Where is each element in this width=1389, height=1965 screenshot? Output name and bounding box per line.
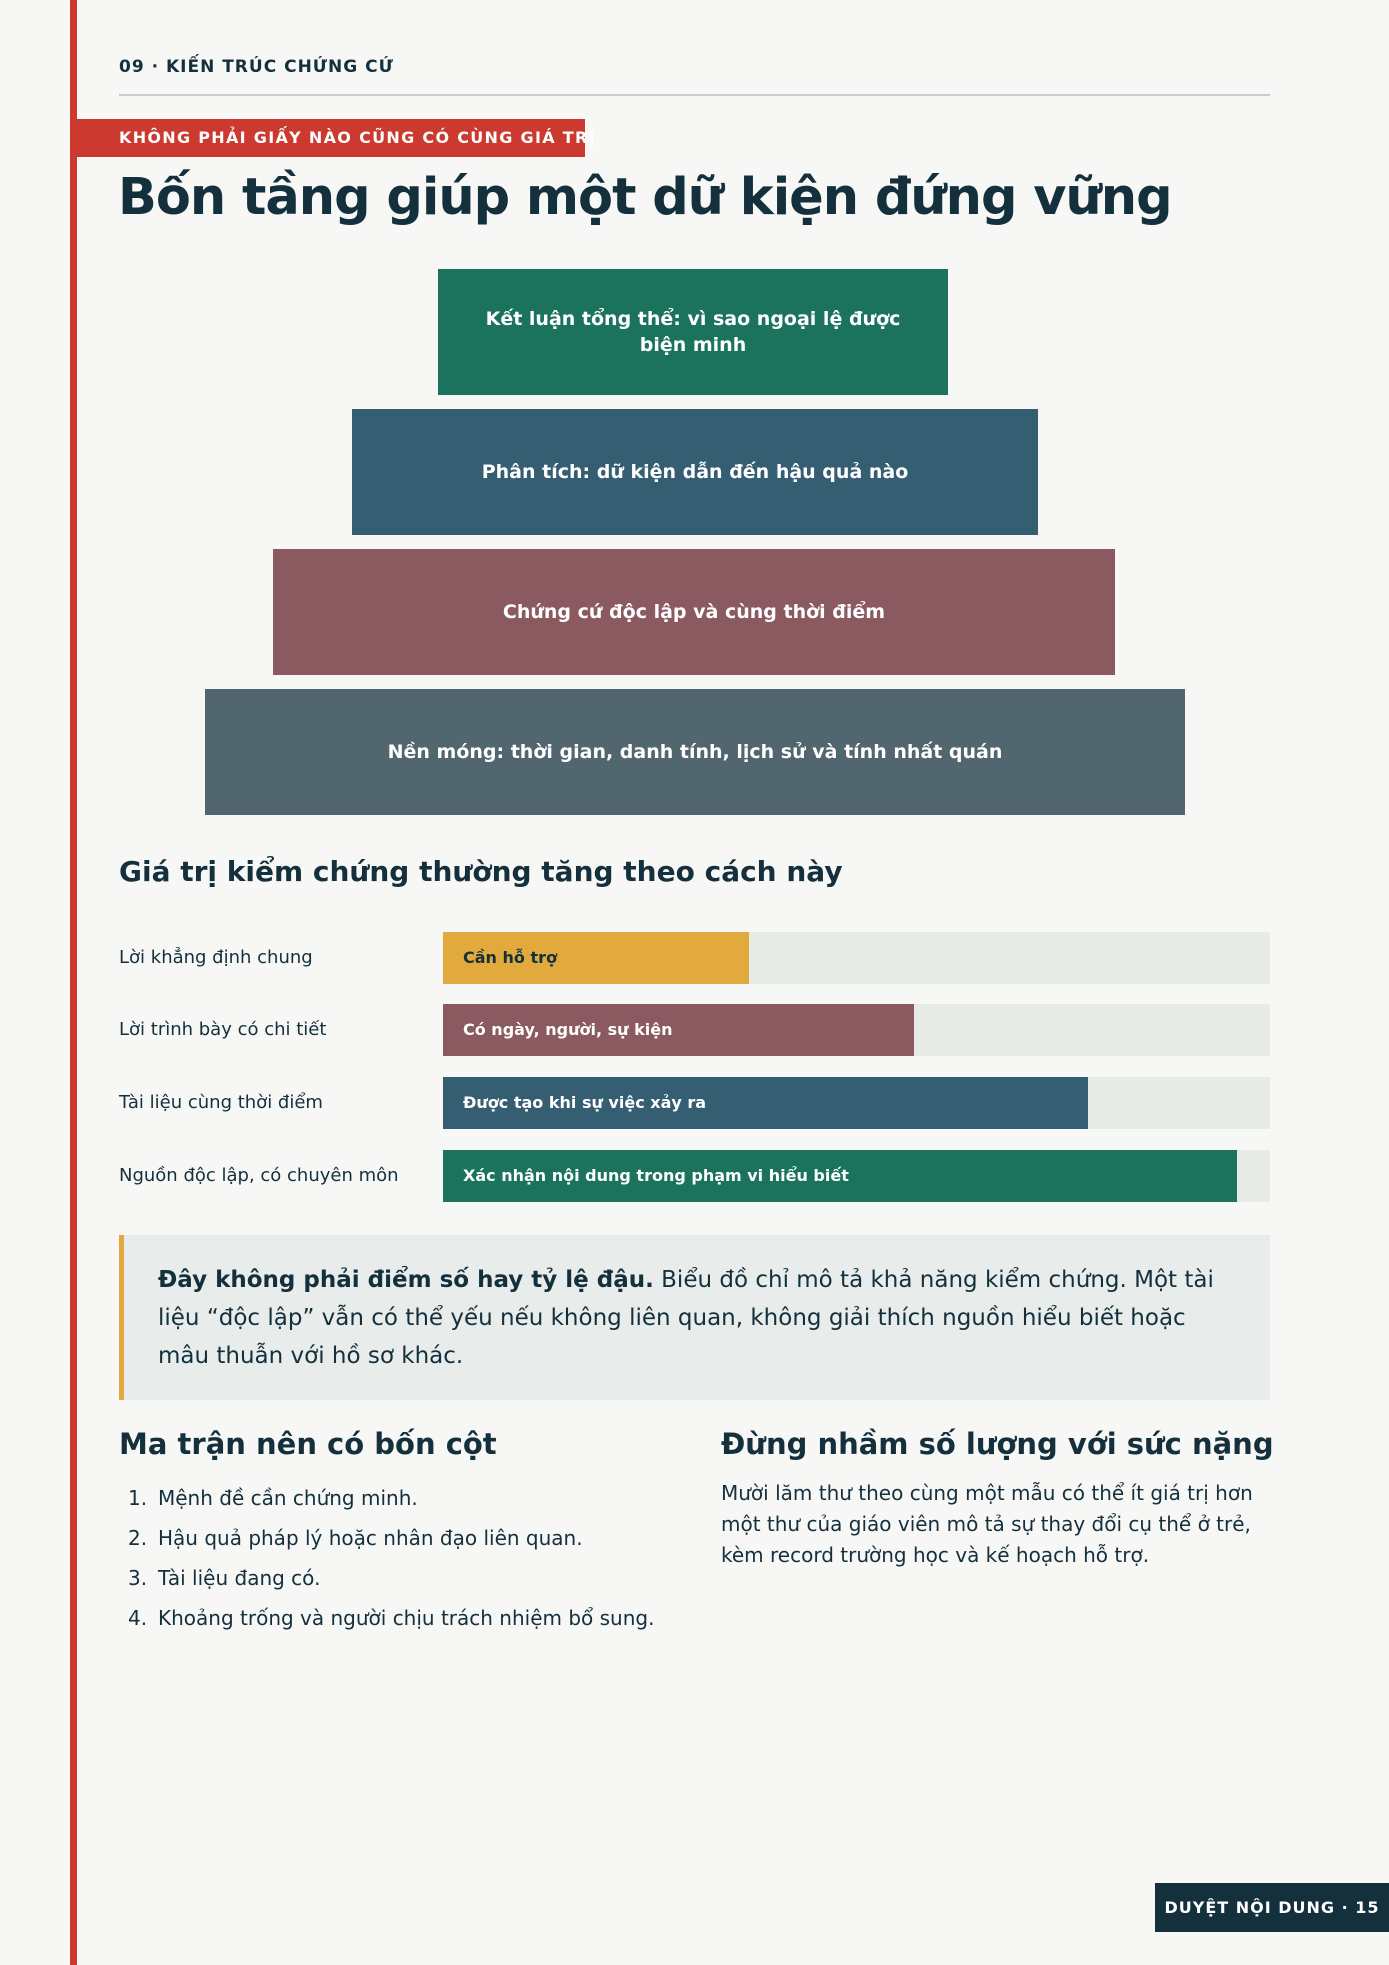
note-text: Biểu đồ chỉ mô tả khả năng kiểm chứng. M… [158,1267,1214,1369]
bar-row: Nguồn độc lập, có chuyên môn Xác nhận nộ… [119,1150,1270,1202]
bar-category-label: Lời trình bày có chi tiết [119,1019,327,1040]
bar-track: Xác nhận nội dung trong phạm vi hiểu biế… [443,1150,1270,1202]
bar-track: Được tạo khi sự việc xảy ra [443,1077,1270,1129]
list-item-text: Tài liệu đang có. [158,1566,321,1590]
bar: Được tạo khi sự việc xảy ra [443,1077,1089,1129]
list-item: 4. Khoảng trống và người chịu trách nhiệm… [128,1598,654,1638]
bar-row: Lời khẳng định chung Cần hỗ trợ [119,932,1270,984]
list-number: 1. [128,1486,148,1510]
chart-title: Giá trị kiểm chứng thường tăng theo cách… [119,855,843,888]
list-item: 2. Hậu quả pháp lý hoặc nhân đạo liên qua… [128,1518,654,1558]
list-item-text: Hậu quả pháp lý hoặc nhân đạo liên quan. [158,1526,583,1550]
right-column-heading: Đừng nhầm số lượng với sức nặng [721,1427,1274,1461]
right-column-text: Mười lăm thư theo cùng một mẫu có thể ít… [721,1481,1253,1567]
note-emphasis: Đây không phải điểm số hay tỷ lệ đậu. [158,1267,654,1293]
bar-track: Cần hỗ trợ [443,932,1270,984]
list-number: 3. [128,1566,148,1590]
bar-value-label: Có ngày, người, sự kiện [463,1020,673,1039]
kicker-banner: KHÔNG PHẢI GIẤY NÀO CŨNG CÓ CÙNG GIÁ TRỊ [77,119,595,157]
bar-row: Tài liệu cùng thời điểm Được tạo khi sự … [119,1077,1270,1129]
left-accent-rule [70,0,77,1965]
list-item-text: Mệnh đề cần chứng minh. [158,1486,418,1510]
list-item-text: Khoảng trống và người chịu trách nhiệm b… [158,1606,655,1630]
bar-row: Lời trình bày có chi tiết Có ngày, người… [119,1004,1270,1056]
bar: Có ngày, người, sự kiện [443,1004,915,1056]
header-divider [119,94,1270,96]
bar-value-label: Được tạo khi sự việc xảy ra [463,1093,707,1112]
bar-category-label: Nguồn độc lập, có chuyên môn [119,1165,399,1186]
list-item: 3. Tài liệu đang có. [128,1558,654,1598]
bar: Cần hỗ trợ [443,932,749,984]
footer-page-badge: DUYỆT NỘI DUNG · 15 [1155,1883,1389,1932]
bar-track: Có ngày, người, sự kiện [443,1004,1270,1056]
pyramid-tier-foundation: Nền móng: thời gian, danh tính, lịch sử … [205,689,1185,815]
page-title: Bốn tầng giúp một dữ kiện đứng vững [118,168,1173,227]
bar-category-label: Lời khẳng định chung [119,947,313,968]
bar-category-label: Tài liệu cùng thời điểm [119,1092,323,1113]
callout-note: Đây không phải điểm số hay tỷ lệ đậu. Bi… [119,1235,1270,1400]
pyramid-tier-conclusion: Kết luận tổng thể: vì sao ngoại lệ được … [438,269,948,395]
list-item: 1. Mệnh đề cần chứng minh. [128,1478,654,1518]
section-label: 09 · KIẾN TRÚC CHỨNG CỨ [119,57,394,77]
left-column-heading: Ma trận nên có bốn cột [119,1427,497,1461]
bar-value-label: Xác nhận nội dung trong phạm vi hiểu biế… [463,1166,849,1185]
list-number: 2. [128,1526,148,1550]
list-number: 4. [128,1606,148,1630]
four-columns-list: 1. Mệnh đề cần chứng minh. 2. Hậu quả pháp… [128,1478,654,1638]
bar: Xác nhận nội dung trong phạm vi hiểu biế… [443,1150,1237,1202]
bar-value-label: Cần hỗ trợ [463,948,557,967]
pyramid-tier-analysis: Phân tích: dữ kiện dẫn đến hậu quả nào [352,409,1038,535]
pyramid-tier-evidence: Chứng cứ độc lập và cùng thời điểm [273,549,1115,675]
